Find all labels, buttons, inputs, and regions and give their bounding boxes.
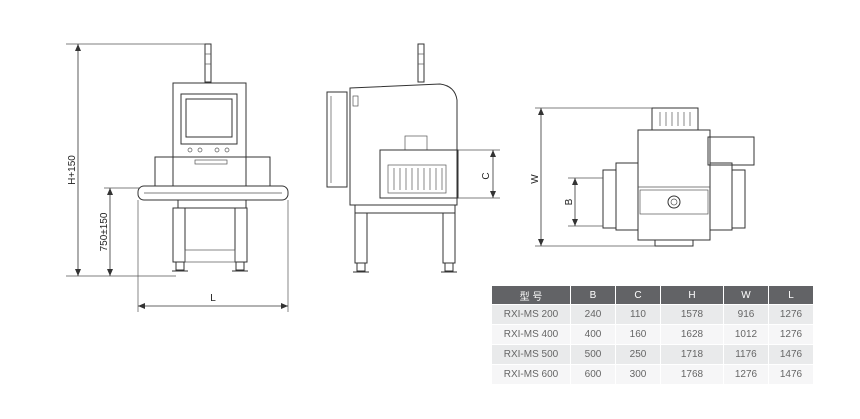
cell-h: 1718 (660, 344, 724, 365)
cell-w: 1176 (723, 344, 769, 365)
cell-h: 1578 (660, 304, 724, 325)
header-w: W (723, 285, 769, 305)
side-view: C (326, 43, 500, 273)
header-model: 型 号 (491, 285, 571, 305)
left-conveyor-end (602, 169, 617, 229)
cell-w: 1276 (723, 364, 769, 385)
cell-b: 240 (570, 304, 616, 325)
right-tunnel-cover (709, 162, 733, 231)
foot (356, 262, 366, 272)
main-body-top (637, 129, 711, 241)
cell-l: 1276 (768, 324, 814, 345)
signal-tower (417, 43, 425, 83)
cell-model: RXI-MS 400 (491, 324, 571, 345)
cell-b: 600 (570, 364, 616, 385)
table-header-row: 型 号 B C H W L (491, 285, 814, 305)
cell-h: 1768 (660, 364, 724, 385)
cell-c: 250 (615, 344, 661, 365)
cell-l: 1476 (768, 364, 814, 385)
cell-b: 500 (570, 344, 616, 365)
touch-screen (185, 98, 233, 138)
cell-h: 1628 (660, 324, 724, 345)
cell-c: 110 (615, 304, 661, 325)
table-row: RXI-MS 200 240 110 1578 916 1276 (491, 304, 814, 325)
header-h: H (660, 285, 724, 305)
foot (444, 262, 454, 272)
header-l: L (768, 285, 814, 305)
front-view: H+150 750±150 L (66, 43, 289, 312)
height-dimension-label: H+150 (67, 155, 78, 185)
b-dimension-label: B (564, 198, 575, 205)
c-dimension-label: C (481, 172, 492, 179)
signal-tower (204, 43, 212, 83)
cell-model: RXI-MS 500 (491, 344, 571, 365)
cell-b: 400 (570, 324, 616, 345)
top-unit (651, 107, 699, 131)
table-row: RXI-MS 500 500 250 1718 1176 1476 (491, 344, 814, 365)
conveyor-height-label: 750±150 (99, 212, 110, 251)
side-housing (349, 83, 458, 206)
top-view: W B (530, 107, 755, 247)
left-tunnel-cover (615, 162, 639, 231)
cell-w: 1012 (723, 324, 769, 345)
cell-l: 1476 (768, 344, 814, 365)
foot (175, 261, 185, 271)
side-door (326, 91, 348, 188)
cell-c: 300 (615, 364, 661, 385)
right-conveyor-end (731, 169, 746, 229)
cell-l: 1276 (768, 304, 814, 325)
cell-c: 160 (615, 324, 661, 345)
cell-w: 916 (723, 304, 769, 325)
cell-model: RXI-MS 600 (491, 364, 571, 385)
tunnel-opening (379, 149, 459, 199)
upper-cabinet (172, 82, 247, 159)
header-b: B (570, 285, 616, 305)
spec-table: 型 号 B C H W L RXI-MS 200 240 110 1578 91… (491, 285, 814, 385)
lamp-icon (667, 195, 681, 209)
header-c: C (615, 285, 661, 305)
table-row: RXI-MS 600 600 300 1768 1276 1476 (491, 364, 814, 385)
foot (235, 261, 245, 271)
cell-model: RXI-MS 200 (491, 304, 571, 325)
table-row: RXI-MS 400 400 160 1628 1012 1276 (491, 324, 814, 345)
width-dimension-label: W (530, 174, 541, 184)
length-dimension-label: L (210, 293, 216, 304)
